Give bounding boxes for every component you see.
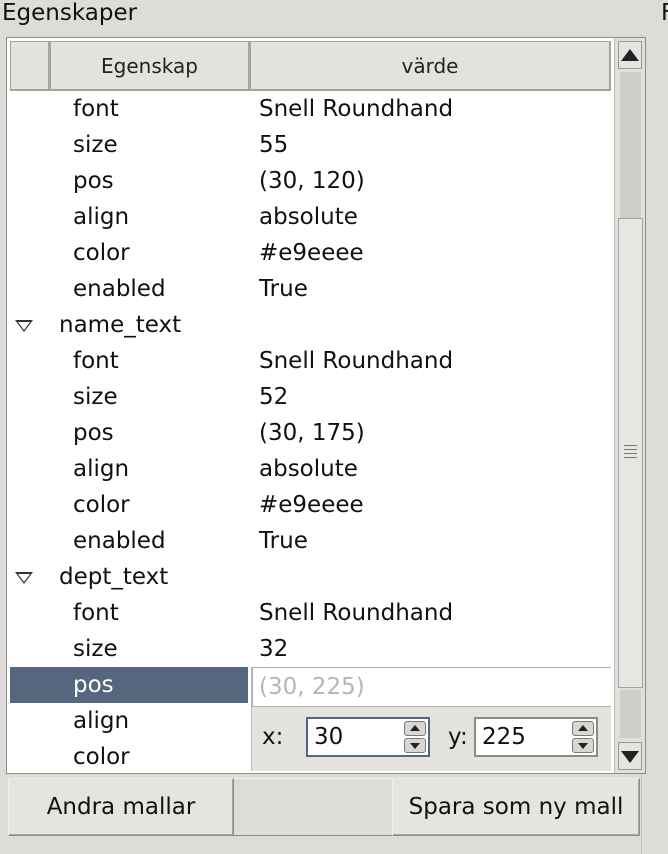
row-key: pos [73, 420, 114, 446]
row-key: color [73, 492, 130, 518]
tree-row[interactable]: font Snell Roundhand [10, 91, 611, 127]
tree-row[interactable]: enabled True [10, 271, 611, 307]
row-value: Snell Roundhand [259, 96, 454, 122]
row-key: align [73, 708, 130, 734]
row-key: pos [73, 168, 114, 194]
row-key: color [73, 744, 130, 770]
pos-editor: (30, 225) x: 30 y: 225 [251, 667, 611, 771]
row-value: Snell Roundhand [259, 600, 454, 626]
tree-header: Egenskap värde [10, 41, 611, 91]
row-value: Snell Roundhand [259, 348, 454, 374]
row-value: True [259, 276, 308, 302]
panel-title: Egenskaper [2, 0, 138, 26]
tree-row[interactable]: color #e9eeee [10, 487, 611, 523]
x-spin-buttons [404, 721, 426, 753]
tree-row[interactable]: font Snell Roundhand [10, 595, 611, 631]
y-increment-icon[interactable] [572, 721, 594, 736]
right-panel-title: F [661, 0, 668, 26]
tree-group-dept-text[interactable]: dept_text [10, 559, 611, 595]
row-key: enabled [73, 528, 166, 554]
y-spin-buttons [572, 721, 594, 753]
tree-row[interactable]: align [10, 703, 611, 739]
row-key: enabled [73, 276, 166, 302]
row-key: align [73, 204, 130, 230]
tree-row[interactable]: pos (30, 120) [10, 163, 611, 199]
scroll-thumb[interactable] [618, 218, 643, 688]
tree-row[interactable]: align absolute [10, 199, 611, 235]
pos-summary: (30, 225) [252, 667, 611, 707]
tree-row[interactable]: font Snell Roundhand [10, 343, 611, 379]
header-property[interactable]: Egenskap [50, 41, 250, 91]
row-key: align [73, 456, 130, 482]
y-decrement-icon[interactable] [572, 738, 594, 753]
row-key: color [73, 240, 130, 266]
selection-highlight [10, 667, 248, 703]
scroll-down-arrow-icon[interactable] [618, 742, 642, 770]
collapse-triangle-icon[interactable] [15, 320, 33, 332]
header-gutter [10, 41, 50, 91]
x-value: 30 [314, 724, 344, 750]
row-key: size [73, 636, 118, 662]
row-value: True [259, 528, 308, 554]
save-as-new-template-button[interactable]: Spara som ny mall [392, 778, 640, 836]
scroll-up-arrow-icon[interactable] [618, 41, 642, 69]
tree-row-selected[interactable]: pos [10, 667, 611, 703]
x-increment-icon[interactable] [404, 721, 426, 736]
tree-row[interactable]: size 52 [10, 379, 611, 415]
tree-row[interactable]: pos (30, 175) [10, 415, 611, 451]
tree-row[interactable]: color #e9eeee [10, 235, 611, 271]
tree-row[interactable]: size 55 [10, 127, 611, 163]
row-key: font [73, 600, 119, 626]
tree-row[interactable]: align absolute [10, 451, 611, 487]
row-key: size [73, 384, 118, 410]
group-label: dept_text [59, 564, 169, 590]
row-value: absolute [259, 204, 358, 230]
row-key: size [73, 132, 118, 158]
row-key: font [73, 348, 119, 374]
collapse-triangle-icon[interactable] [15, 572, 33, 584]
tree-row[interactable]: size 32 [10, 631, 611, 667]
grip-line [624, 449, 637, 450]
row-key: pos [73, 672, 114, 698]
row-value: (30, 120) [259, 168, 365, 194]
row-value: (30, 175) [259, 420, 365, 446]
grip-line [624, 453, 637, 454]
row-value: 32 [259, 636, 289, 662]
scroll-track-upper[interactable] [620, 72, 641, 218]
x-decrement-icon[interactable] [404, 738, 426, 753]
other-templates-button[interactable]: Andra mallar [8, 778, 234, 836]
row-value: 55 [259, 132, 289, 158]
y-spinbox[interactable]: 225 [474, 717, 598, 757]
grip-line [624, 445, 637, 446]
group-label: name_text [59, 312, 182, 338]
y-label: y: [448, 724, 468, 750]
grip-line [624, 457, 637, 458]
header-value[interactable]: värde [250, 41, 611, 91]
footer-spacer [234, 778, 392, 836]
y-value: 225 [482, 724, 526, 750]
vertical-scrollbar[interactable] [614, 38, 645, 773]
x-spinbox[interactable]: 30 [306, 717, 430, 757]
row-value: 52 [259, 384, 289, 410]
scroll-track-lower[interactable] [620, 690, 641, 738]
tree-row[interactable]: enabled True [10, 523, 611, 559]
row-key: font [73, 96, 119, 122]
tree-group-name-text[interactable]: name_text [10, 307, 611, 343]
row-value: absolute [259, 456, 358, 482]
x-label: x: [262, 724, 284, 750]
row-value: #e9eeee [259, 492, 364, 518]
row-value: #e9eeee [259, 240, 364, 266]
